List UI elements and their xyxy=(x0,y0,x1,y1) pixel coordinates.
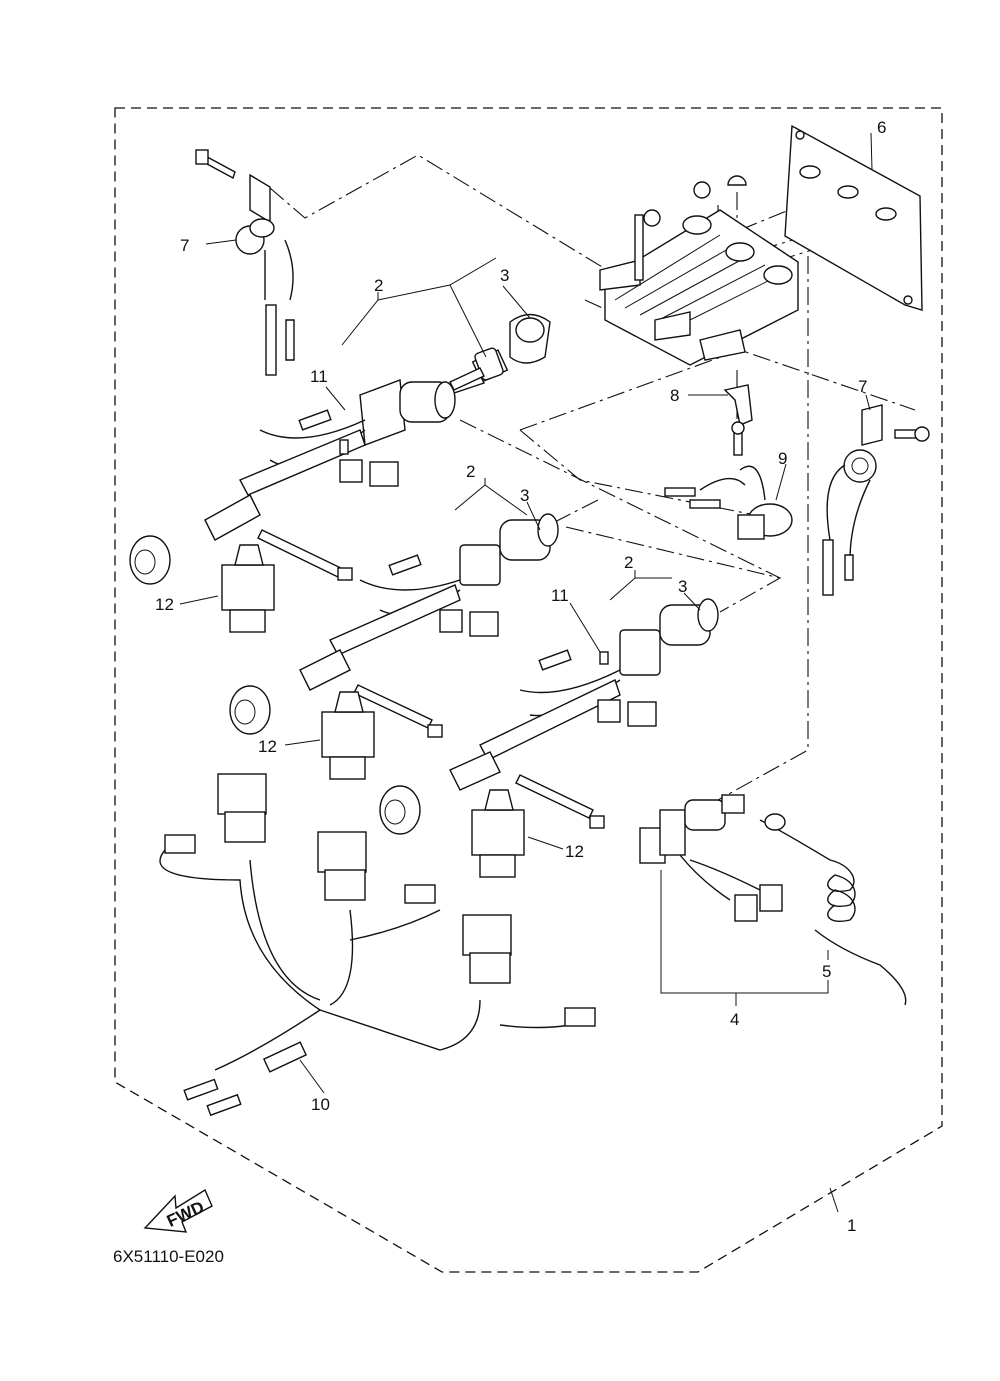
callout-2-upper: 2 xyxy=(374,276,383,295)
sensor-left xyxy=(195,149,295,376)
callout-12-upper: 12 xyxy=(155,595,174,614)
callout-1: 1 xyxy=(847,1216,856,1235)
cable-ties xyxy=(257,529,605,829)
callout-2-lower: 2 xyxy=(624,553,633,572)
callout-11-lower: 11 xyxy=(551,586,569,605)
sensor-right xyxy=(822,404,930,596)
callout-7-left: 7 xyxy=(180,236,189,255)
callout-12-lower: 12 xyxy=(565,842,584,861)
callout-10: 10 xyxy=(311,1095,330,1114)
main-switch-middle xyxy=(229,513,559,735)
relays xyxy=(221,544,525,878)
callout-3-lower: 3 xyxy=(678,577,687,596)
callout-11-upper: 11 xyxy=(310,367,328,386)
mounting-plate xyxy=(784,124,923,311)
callout-3-middle: 3 xyxy=(520,486,529,505)
lanyard xyxy=(759,813,907,1006)
callout-12-middle: 12 xyxy=(258,737,277,756)
main-switch-lower xyxy=(379,598,719,835)
callout-6: 6 xyxy=(877,118,886,137)
callout-9: 9 xyxy=(778,449,787,468)
callout-8: 8 xyxy=(670,386,679,405)
callout-2-middle: 2 xyxy=(466,462,475,481)
key xyxy=(449,347,504,391)
buzzer xyxy=(664,465,793,540)
switch-bracket xyxy=(599,175,799,366)
part-code: 6X51110-E020 xyxy=(113,1247,224,1266)
callout-3-upper: 3 xyxy=(500,266,509,285)
stop-switch xyxy=(639,794,783,922)
callout-7-right: 7 xyxy=(858,377,867,396)
clip xyxy=(723,384,753,456)
forward-arrow-icon: FWD xyxy=(143,1188,213,1233)
callout-5: 5 xyxy=(822,962,831,981)
assembly-boundary xyxy=(114,107,943,1273)
callout-4: 4 xyxy=(730,1010,739,1029)
wire-harness xyxy=(159,773,596,1117)
leader-lines xyxy=(179,132,873,1213)
